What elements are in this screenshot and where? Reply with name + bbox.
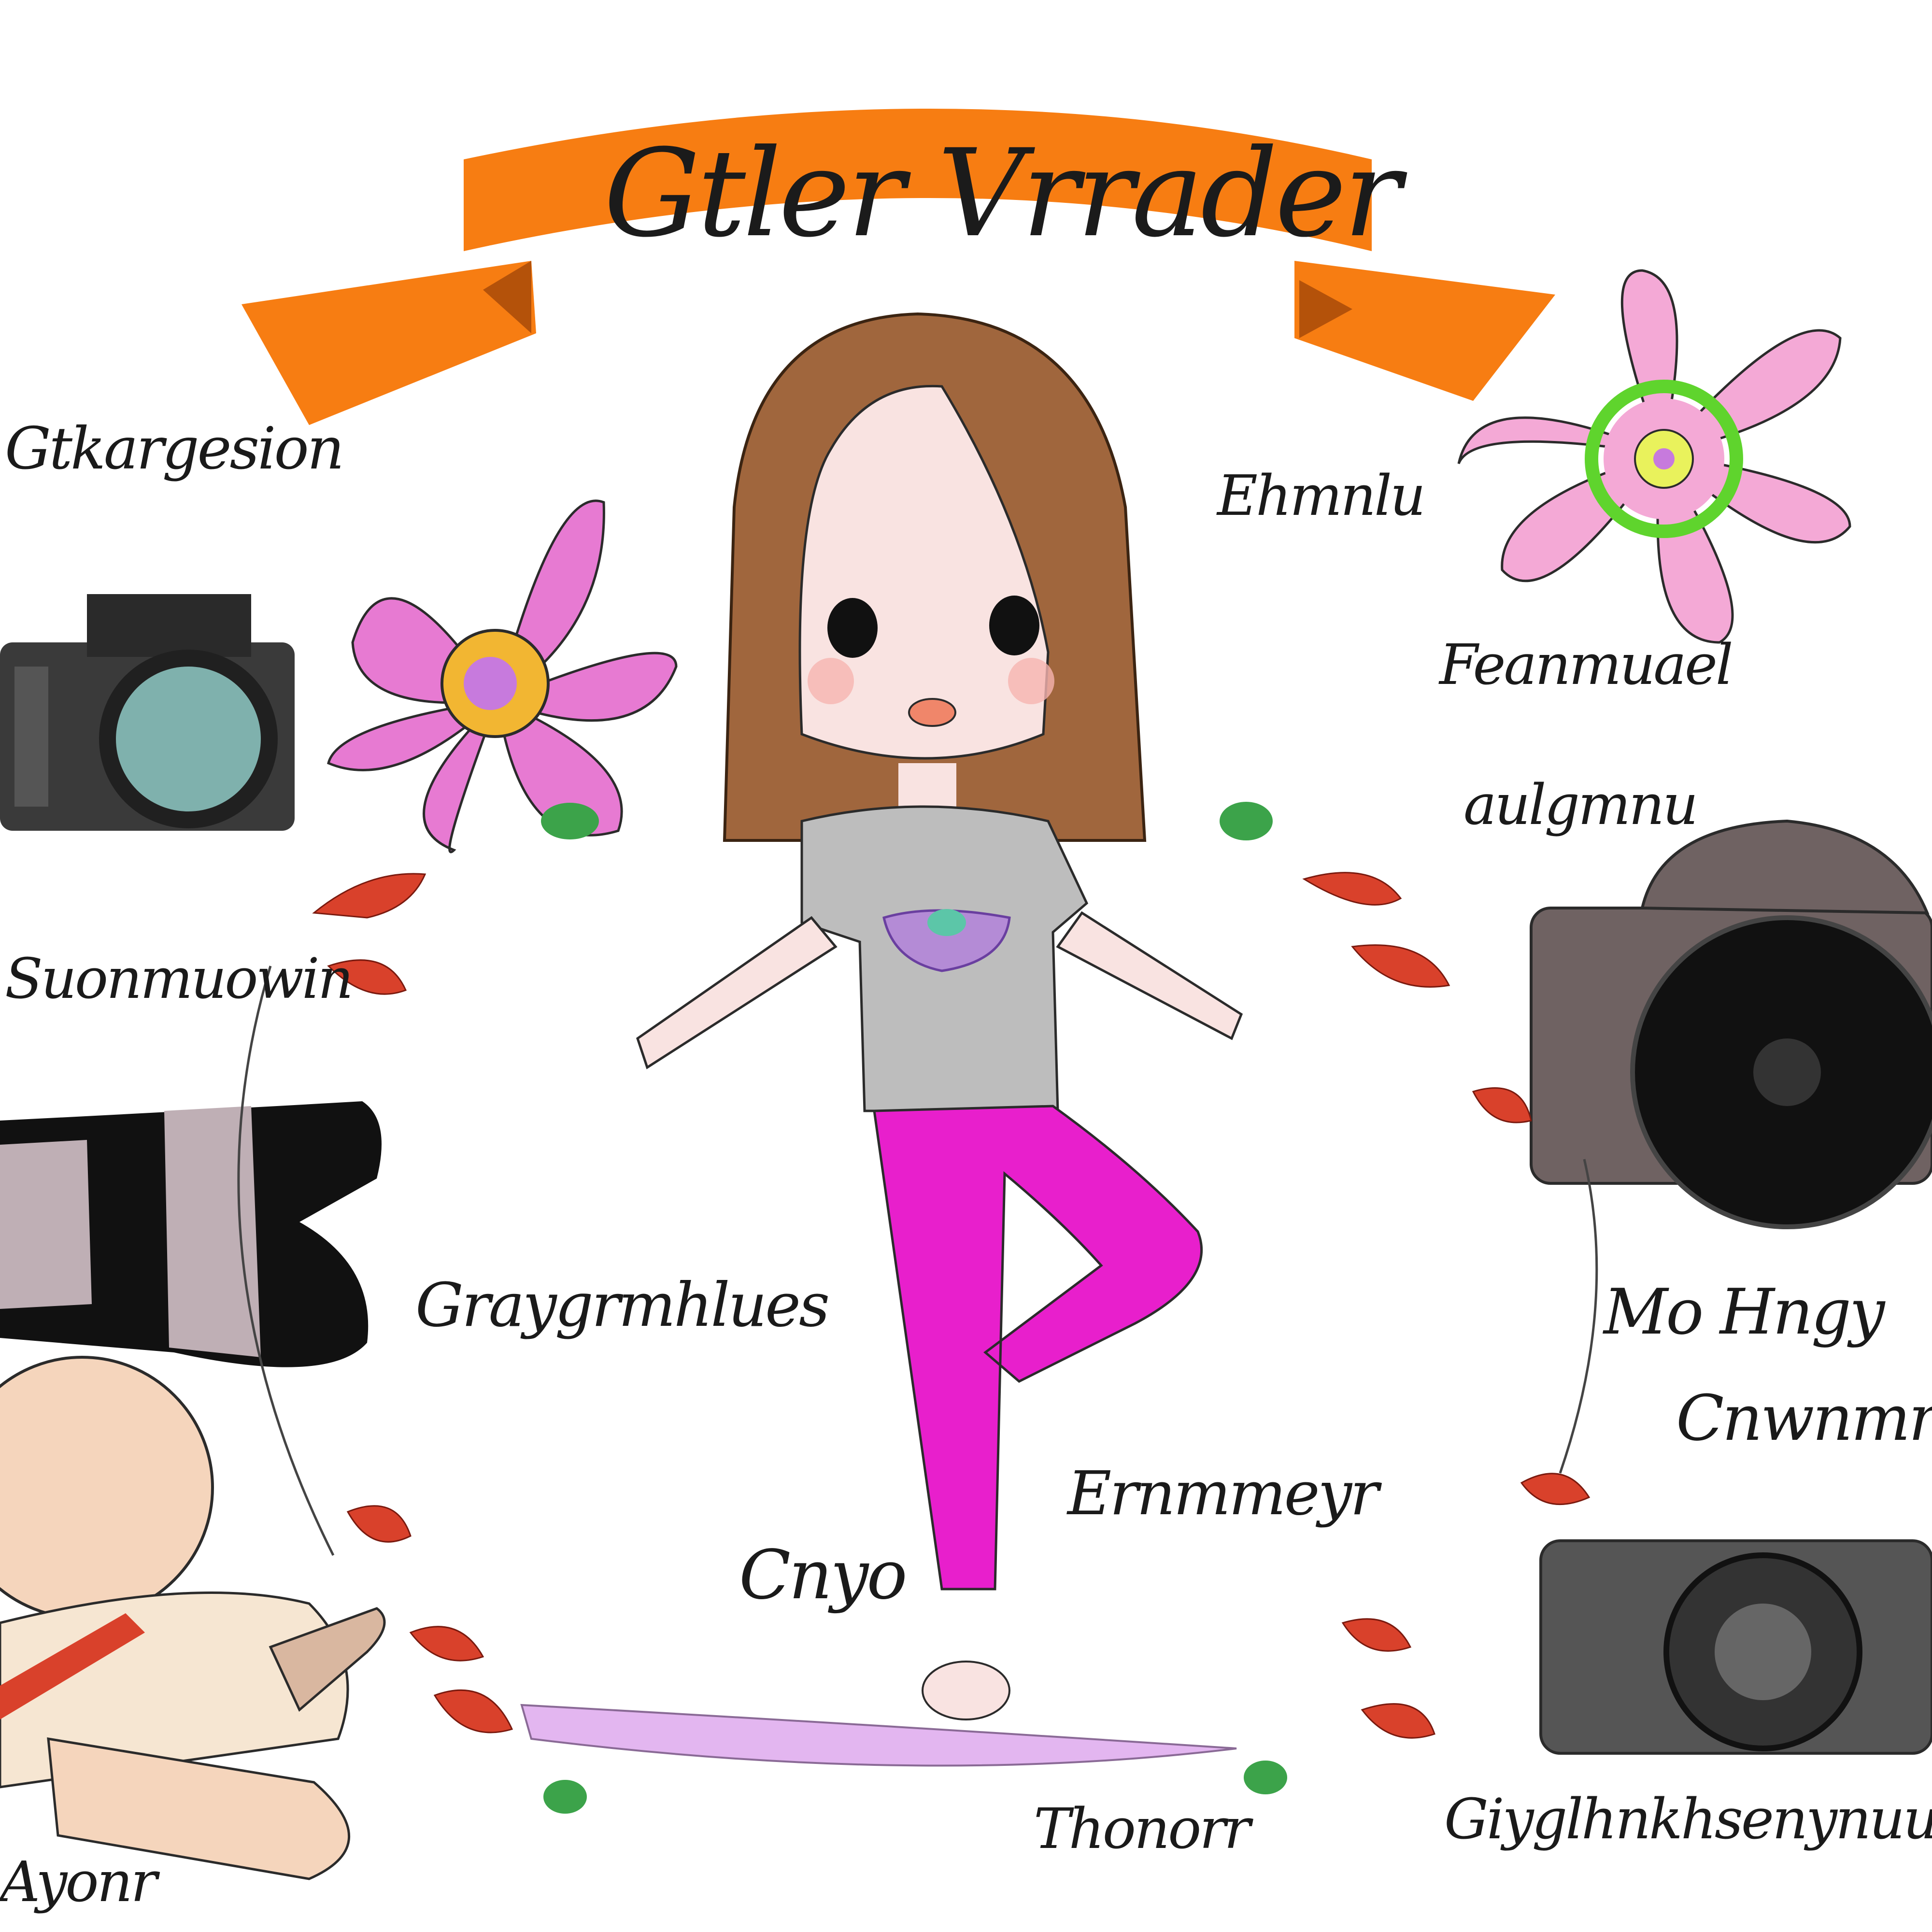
label-bottom-right: Giyglhnkhsenynuur (1444, 1787, 1932, 1852)
label-top-left: Gtkargesion (5, 415, 344, 483)
camera-icon (0, 594, 295, 831)
label-right-stack-2: Cnwnmm (1676, 1381, 1932, 1455)
label-right-low: aulgmnu (1463, 773, 1698, 838)
label-bottom-center: Thonorr (1034, 1797, 1250, 1861)
label-left-mid: Suonmuowin (5, 947, 354, 1011)
label-upper-right: Ehmnlu (1217, 464, 1426, 528)
thread-line (237, 966, 335, 1556)
camera-icon (1539, 1539, 1932, 1755)
girl-figure (636, 312, 1243, 1720)
banner (242, 109, 1555, 425)
camera-icon (1530, 819, 1932, 1229)
baby-figure (0, 1356, 386, 1880)
leaf-accents (543, 802, 1287, 1814)
flower-icon (327, 499, 678, 853)
lens-icon (0, 1101, 382, 1367)
yoga-mat (520, 1704, 1237, 1767)
flower-vine (312, 872, 1591, 1739)
label-bottom-left: Ayonr (0, 1850, 157, 1915)
label-right-mid: Feanmuael (1439, 633, 1733, 697)
banner-title: Gtler Vrrader (604, 123, 1401, 264)
label-center-right: Ernmmeyr (1067, 1459, 1379, 1529)
label-right-stack-1: Mo Hngy (1604, 1275, 1885, 1349)
label-center-left: Graygrmhlues (415, 1270, 830, 1340)
flower-icon (1457, 269, 1851, 644)
label-center-bottom: Cnyo (739, 1536, 908, 1615)
thread-line (1559, 1159, 1598, 1474)
